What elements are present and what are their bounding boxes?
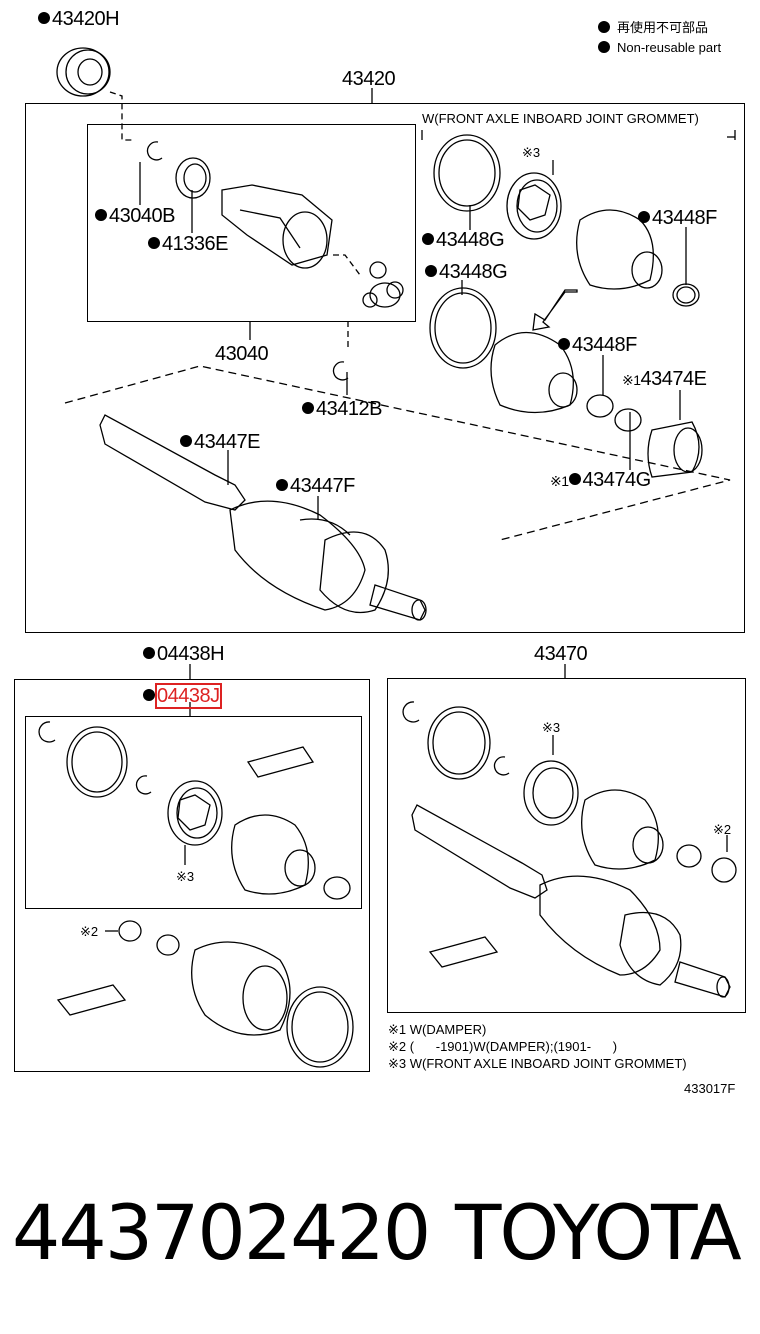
part-label-41336E[interactable]: 41336E xyxy=(148,233,228,255)
part-label-43474E[interactable]: ※143474E xyxy=(622,368,707,390)
footer-part-number: 443702420 xyxy=(12,1188,431,1277)
kit-04438H-frame xyxy=(14,679,370,1072)
shaft-outline-dashed xyxy=(64,365,731,541)
kit-04438J-parts xyxy=(38,721,354,1068)
part-label-04438J[interactable]: 04438J xyxy=(143,683,222,709)
ref-mark-3-top: ※3 xyxy=(522,145,541,160)
assembly-43420-frame xyxy=(25,103,745,633)
non-reusable-dot-icon xyxy=(558,338,570,350)
non-reusable-dot-icon xyxy=(38,12,50,24)
legend-jp: 再使用不可部品 xyxy=(617,20,709,35)
non-reusable-dot-icon xyxy=(302,402,314,414)
non-reusable-dot-icon xyxy=(425,265,437,277)
kit-04438J-frame xyxy=(25,716,362,909)
non-reusable-dot-icon xyxy=(638,211,650,223)
part-label-43470[interactable]: 43470 xyxy=(534,643,588,665)
ref-mark-2-right: ※2 xyxy=(713,822,732,837)
part-label-43040[interactable]: 43040 xyxy=(215,343,269,365)
legend-en: Non-reusable part xyxy=(617,40,722,55)
assembly-43040-frame xyxy=(87,124,416,322)
non-reusable-dot-icon xyxy=(568,473,581,485)
non-reusable-dot-icon xyxy=(148,237,160,249)
note-1: ※1 W(DAMPER) xyxy=(388,1022,487,1037)
seal-43420H xyxy=(56,47,111,97)
part-label-43448F-a[interactable]: 43448F xyxy=(638,207,717,229)
non-reusable-dot-icon xyxy=(143,689,155,701)
part-label-04438H[interactable]: 04438H xyxy=(143,643,225,665)
part-label-43448F-b[interactable]: 43448F xyxy=(558,334,637,356)
grommet-parts xyxy=(429,134,703,478)
ref-mark-3-left: ※3 xyxy=(176,869,195,884)
ref-mark-3-right: ※3 xyxy=(542,720,561,735)
non-reusable-dot-icon xyxy=(180,435,192,447)
part-label-43420H[interactable]: 43420H xyxy=(38,8,120,30)
kit-43470-parts xyxy=(402,701,737,998)
drive-shaft-top xyxy=(99,414,427,621)
inboard-joint-parts xyxy=(146,141,404,381)
drawing-code: 433017F xyxy=(684,1081,736,1096)
part-label-43448G-a[interactable]: 43448G xyxy=(422,229,505,251)
non-reusable-dot-icon xyxy=(422,233,434,245)
non-reusable-dot-icon xyxy=(95,209,107,221)
footer-brand: TOYOTA xyxy=(455,1188,742,1277)
highlighted-part-number: 04438J xyxy=(155,683,222,709)
part-label-43447F[interactable]: 43447F xyxy=(276,475,355,497)
note-3: ※3 W(FRONT AXLE INBOARD JOINT GROMMET) xyxy=(388,1056,687,1071)
ref-mark-2-left: ※2 xyxy=(80,924,99,939)
grommet-note: W(FRONT AXLE INBOARD JOINT GROMMET) xyxy=(422,111,699,126)
part-label-43412B[interactable]: 43412B xyxy=(302,398,382,420)
non-reusable-dot-icon xyxy=(276,479,288,491)
part-label-43447E[interactable]: 43447E xyxy=(180,431,260,453)
part-label-43448G-b[interactable]: 43448G xyxy=(425,261,508,283)
leader-lines xyxy=(105,88,736,932)
part-label-43040B[interactable]: 43040B xyxy=(95,205,175,227)
part-label-43420[interactable]: 43420 xyxy=(342,68,396,90)
non-reusable-dot-icon xyxy=(143,647,155,659)
note-2: ※2 ( -1901)W(DAMPER);(1901- ) xyxy=(388,1039,618,1054)
assembly-43470-frame xyxy=(387,678,746,1013)
